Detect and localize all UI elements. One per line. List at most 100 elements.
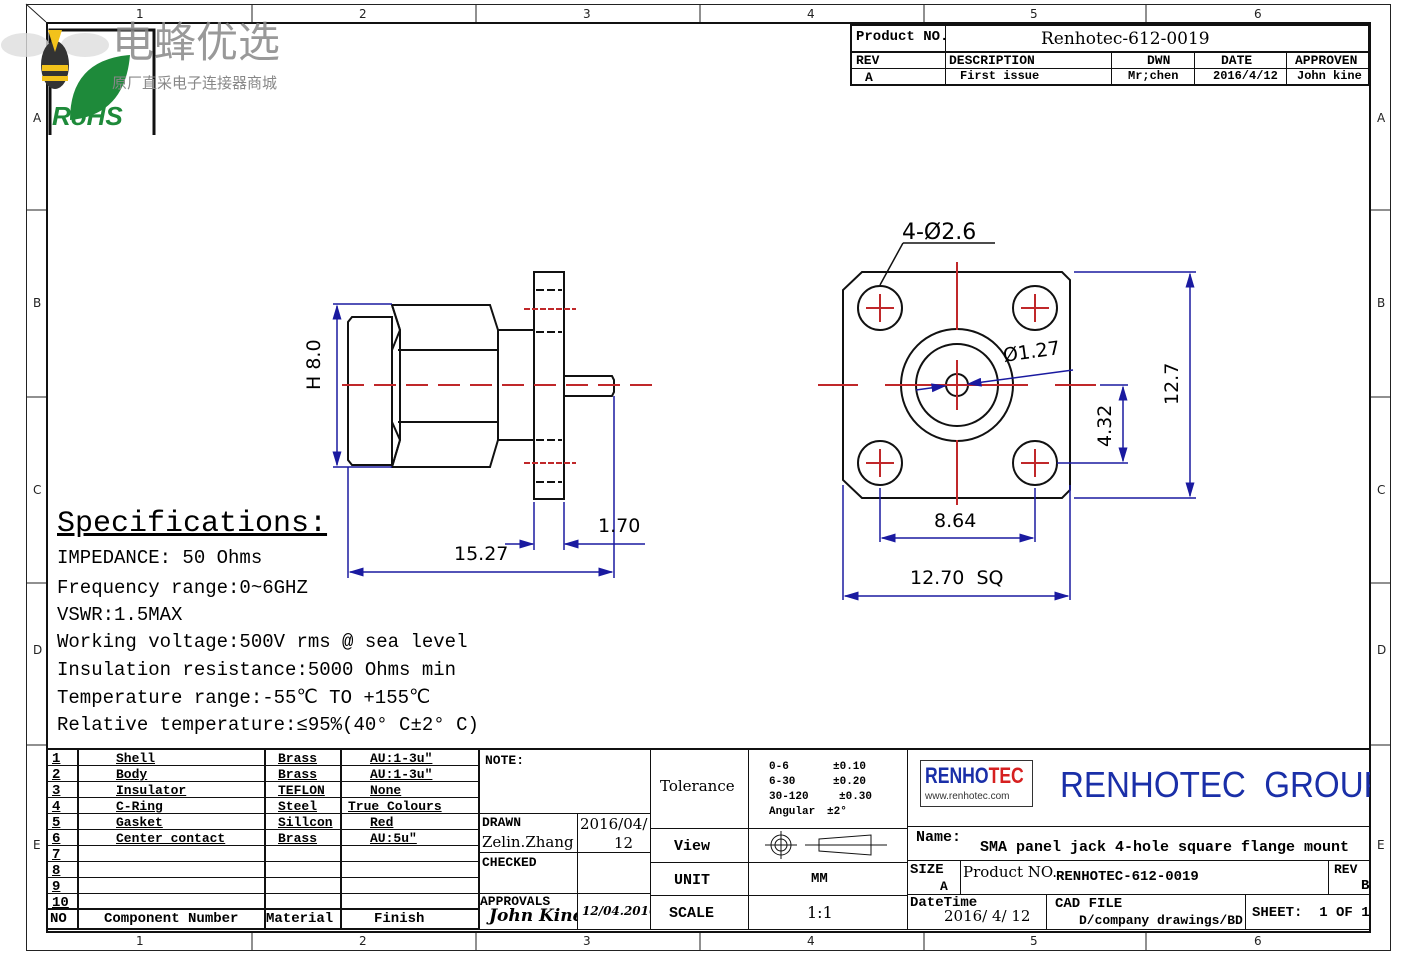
bom-material: Brass	[278, 767, 318, 782]
hole-spacing-label: 8.64	[934, 510, 977, 532]
tolerance-values: 0-6 ±0.10 6-30 ±0.20 30-120 ±0.30 Angula…	[748, 748, 908, 829]
tolerance-range: 0-6	[769, 761, 789, 773]
flange-thickness-label: 1.70	[598, 515, 641, 537]
drawn-date-day: 12	[614, 834, 634, 852]
bom-material: Brass	[278, 831, 318, 846]
tolerance-value: ±2°	[827, 806, 847, 818]
bom-no: 1	[52, 751, 61, 767]
spec-line: Frequency range:0~6GHZ	[57, 577, 308, 599]
spec-line: Temperature range:-55℃ TO +155℃	[57, 687, 431, 709]
rohs-text: RoHS	[52, 101, 123, 131]
zone-col: 5	[1030, 7, 1038, 21]
tolerance-value: ±0.10	[833, 761, 867, 773]
bom-row: 7	[46, 846, 480, 863]
bom-finish: Red	[370, 815, 394, 830]
bom-component: Center contact	[116, 831, 226, 846]
approvals-label: APPROVALS	[480, 894, 551, 909]
watermark-slogan: 原厂直采电子连接器商城	[112, 74, 278, 92]
front-centerlines	[818, 262, 1096, 505]
datetime-value: 2016/ 4/ 12	[944, 907, 1031, 925]
approver-signature: John Kine	[489, 906, 578, 926]
bom-header-material: Material	[266, 911, 334, 927]
bom-material: TEFLON	[278, 783, 325, 798]
tolerance-range: 30-120	[769, 791, 809, 803]
drawn-date: 2016/04/	[580, 815, 648, 833]
name-label: Name:	[916, 829, 962, 846]
bom-no: 6	[52, 831, 61, 847]
front-dimensions	[842, 271, 1196, 601]
product-name: SMA panel jack 4-hole square flange moun…	[980, 839, 1350, 856]
datetime-label: DateTime	[910, 895, 978, 911]
bom-finish: None	[370, 783, 402, 798]
tolerance-label: Tolerance	[660, 777, 735, 795]
approven-header: APPROVEN	[1295, 53, 1358, 68]
length-dim-label: 15.27	[454, 543, 509, 565]
bom-finish: AU:5u"	[370, 831, 417, 846]
bom-material: Steel	[278, 799, 318, 814]
side-centerlines	[342, 308, 652, 464]
bom-finish: AU:1-3u"	[370, 767, 433, 782]
zone-row: A	[33, 111, 42, 125]
bom-no: 2	[52, 767, 61, 783]
product-no-value: RENHOTEC-612-0019	[1056, 869, 1199, 885]
sheet-count: SHEET: 1 OF 1	[1252, 905, 1370, 921]
bom-no: 7	[52, 847, 61, 863]
bom-no: 5	[52, 815, 61, 831]
bom-component: Body	[116, 767, 148, 782]
bee-rohs-logo	[1, 28, 156, 135]
bom-row: 8	[46, 862, 480, 879]
bom-no: 10	[52, 895, 69, 911]
drawn-label: DRAWN	[482, 815, 522, 830]
logo-url: www.renhotec.com	[925, 791, 1010, 802]
zone-row: D	[33, 643, 43, 657]
zone-row: A	[1377, 111, 1386, 125]
zone-col: 2	[359, 7, 367, 21]
bom-component: Gasket	[116, 815, 163, 830]
bom-header-component: Component Number	[104, 911, 239, 927]
company-name: RENHOTEC GROUP	[1060, 764, 1371, 805]
rev-product-no: Renhotec-612-0019	[1041, 29, 1210, 49]
bom-row: 10	[46, 894, 480, 911]
rev-value: B	[1361, 878, 1370, 894]
bom-finish: True Colours	[348, 799, 442, 814]
bom-header-row: NO Component Number Material Finish	[46, 908, 480, 930]
dwn-value: Mr;chen	[1128, 69, 1179, 83]
zone-row: C	[1377, 483, 1386, 497]
tolerance-value: ±0.30	[839, 791, 873, 803]
cad-file-path: D/company drawings/BD	[1079, 913, 1243, 928]
rev-label: REV	[1334, 862, 1358, 877]
height-dim-label: H 8.0	[303, 339, 325, 390]
outer-border	[26, 4, 1391, 951]
zone-row: B	[1377, 296, 1386, 310]
company-banner: RENHOTEC www.renhotec.com RENHOTEC GROUP	[907, 748, 1371, 827]
description-value: First issue	[960, 69, 1040, 83]
tolerance-range: Angular	[769, 806, 816, 818]
bom-header-finish: Finish	[374, 911, 425, 927]
scale-label: SCALE	[669, 905, 715, 922]
flange-size-label: 12.70 SQ	[910, 567, 1004, 589]
zone-col: 4	[807, 934, 815, 948]
spec-line: IMPEDANCE: 50 Ohms	[57, 547, 263, 569]
bom-row: 2 Body Brass AU:1-3u"	[46, 766, 480, 783]
bom-row: 9	[46, 878, 480, 895]
dwn-header: DWN	[1147, 53, 1171, 68]
zone-row: B	[33, 296, 42, 310]
inner-border	[46, 22, 1371, 933]
bom-material: Brass	[278, 751, 318, 766]
drawn-by: Zelin.Zhang	[482, 833, 574, 851]
spec-line: Relative temperature:≤95%(40° C±2° C)	[57, 714, 479, 736]
logo-text-red: TEC	[988, 763, 1024, 788]
logo-text-blue: RENHO	[925, 763, 989, 788]
zone-col: 6	[1254, 934, 1262, 948]
bom-row: 6 Center contact Brass AU:5u"	[46, 830, 480, 847]
product-no-label: Product NO.	[963, 863, 1058, 881]
flange-height-label: 12.7	[1161, 362, 1183, 405]
zone-col: 1	[136, 7, 144, 21]
bom-finish: AU:1-3u"	[370, 751, 433, 766]
view-label: View	[674, 838, 711, 855]
bom-no: 3	[52, 783, 61, 799]
